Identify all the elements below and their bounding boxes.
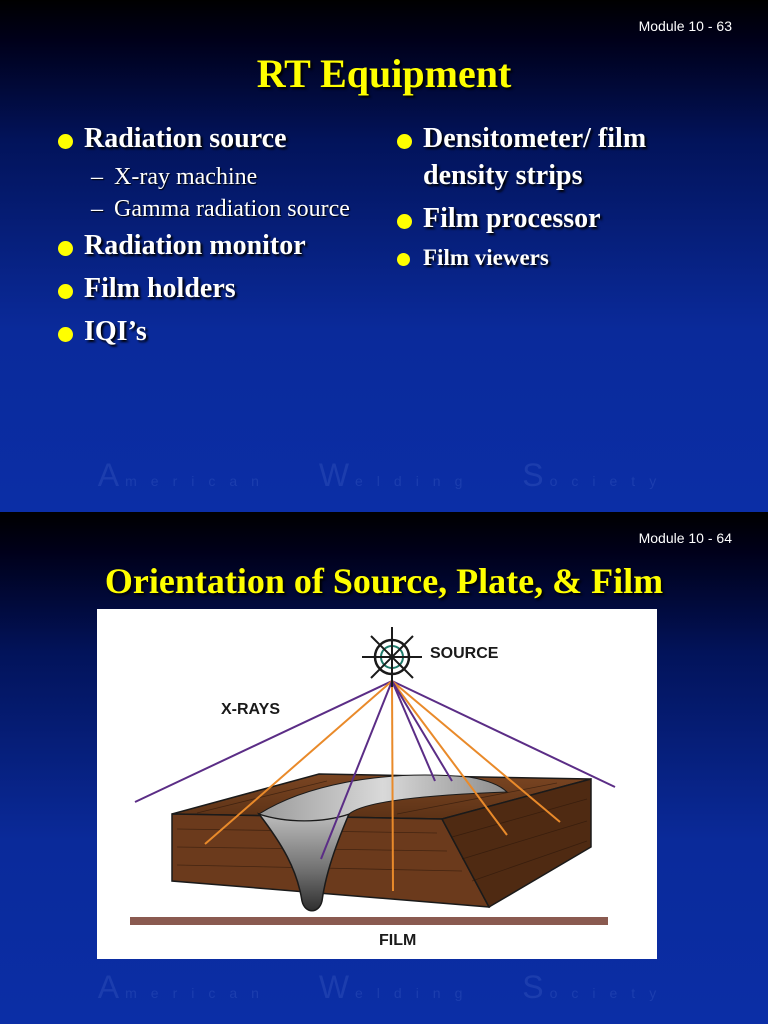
ray-line — [391, 680, 436, 782]
ray-line — [391, 680, 616, 788]
source-icon — [362, 627, 422, 687]
list-item: Densitometer/ film density strips — [397, 120, 737, 194]
bullet-dot-icon — [58, 284, 73, 299]
bullet-list-left: Radiation source – X-ray machine – Gamma… — [58, 120, 378, 356]
sub-list-item: – X-ray machine — [91, 164, 258, 190]
list-item-label: Radiation monitor — [84, 230, 306, 261]
watermark: American Welding Society — [97, 969, 671, 1005]
list-item: IQI’s — [58, 313, 378, 350]
watermark: American Welding Society — [97, 457, 671, 493]
list-item-label: Film processor — [423, 203, 601, 234]
list-item: Film holders — [58, 270, 378, 307]
bullet-dot-icon — [58, 134, 73, 149]
list-item: Film processor — [397, 200, 737, 237]
module-number: Module 10 - 64 — [638, 530, 732, 546]
slide-rt-equipment: Module 10 - 63 RT Equipment Radiation so… — [0, 0, 768, 512]
sub-list-item: – Gamma radiation source — [91, 196, 350, 222]
slide-orientation: Module 10 - 64 Orientation of Source, Pl… — [0, 512, 768, 1024]
purple-rays — [134, 680, 616, 803]
sub-list-item-label: X-ray machine — [114, 164, 258, 190]
list-item-label: IQI’s — [84, 316, 147, 347]
ray-line — [204, 680, 393, 845]
bullet-dot-icon — [58, 327, 73, 342]
source-label: SOURCE — [430, 645, 499, 662]
slide-title: RT Equipment — [256, 51, 512, 96]
xrays-label: X-RAYS — [221, 701, 280, 718]
list-item: Film viewers — [397, 243, 737, 273]
ray-line — [391, 680, 453, 782]
ray-line — [320, 680, 393, 860]
slide-title: Orientation of Source, Plate, & Film — [104, 561, 664, 601]
film-strip — [130, 917, 608, 925]
orientation-diagram: SOURCE X-RAYS FILM — [97, 609, 657, 959]
ray-line — [391, 680, 561, 823]
list-item: Radiation source — [58, 120, 378, 157]
bullet-dot-icon — [397, 253, 410, 266]
list-item: Radiation monitor — [58, 227, 378, 264]
list-item-label: Radiation source — [84, 123, 287, 154]
plate-block — [171, 773, 592, 912]
bullet-dot-icon — [397, 134, 412, 149]
front-rays — [204, 680, 561, 892]
orientation-diagram-svg: SOURCE X-RAYS FILM — [130, 627, 616, 949]
list-item-label: Film viewers — [423, 245, 549, 270]
plate-side — [440, 778, 592, 909]
bullet-dot-icon — [397, 214, 412, 229]
list-item-label: Film holders — [84, 273, 236, 304]
ray-line — [391, 680, 508, 836]
film-label: FILM — [379, 932, 416, 949]
list-item-label: Densitometer/ film density strips — [423, 123, 647, 191]
module-number: Module 10 - 63 — [638, 18, 732, 34]
ray-line — [134, 680, 393, 803]
ray-line — [391, 680, 394, 892]
sub-list-item-label: Gamma radiation source — [114, 196, 350, 222]
bullet-dot-icon — [58, 241, 73, 256]
bullet-list-right: Densitometer/ film density strips Film p… — [397, 120, 737, 279]
